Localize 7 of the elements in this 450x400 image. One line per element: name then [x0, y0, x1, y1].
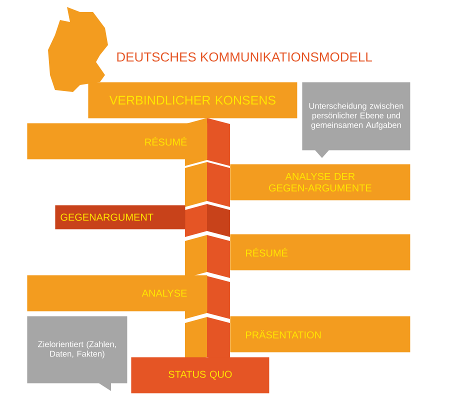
speech-bubble: Zielorientiert (Zahlen, Daten, Fakten) [27, 316, 128, 391]
step-box: GEGENARGUMENT [55, 205, 186, 230]
step-box: ANALYSE DER GEGEN-ARGUMENTE [230, 164, 410, 200]
step-box: PRÄSENTATION [230, 316, 410, 352]
title: DEUTSCHES KOMMUNIKATIONSMODELL [117, 52, 372, 62]
step-box: RÉSUMÉ [230, 234, 410, 270]
speech-bubble: Unterscheidung zwischen persönlicher Ebene und gemeinsamen Aufgaben [302, 82, 410, 158]
